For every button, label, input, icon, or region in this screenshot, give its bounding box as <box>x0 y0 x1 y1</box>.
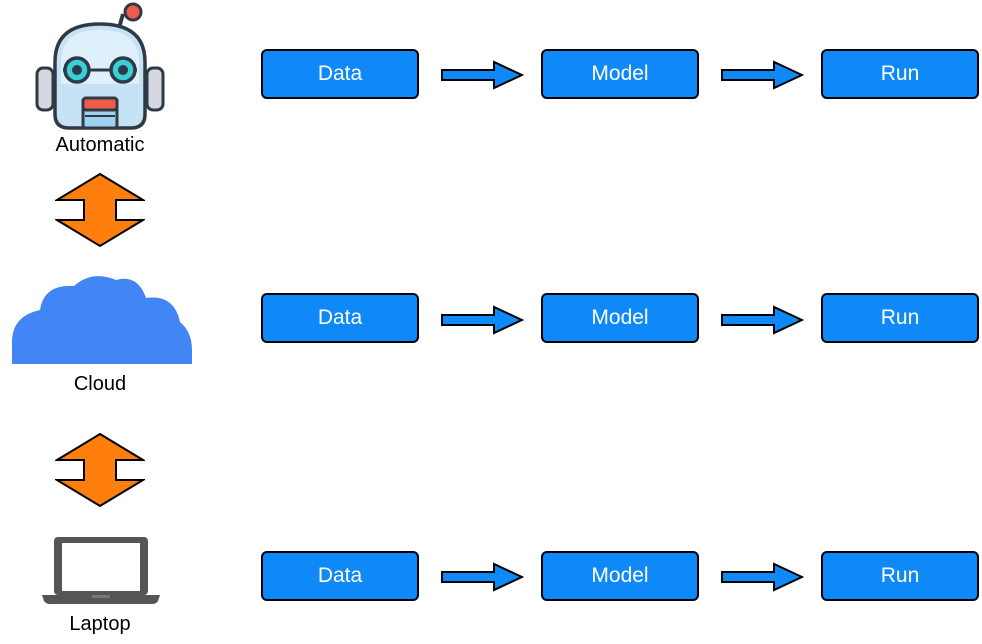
step-run-box: Run <box>821 293 979 343</box>
step-model-box: Model <box>541 551 699 601</box>
step-run-box: Run <box>821 49 979 99</box>
step-model-box: Model <box>541 293 699 343</box>
right-arrow-icon <box>721 562 804 592</box>
bidirectional-arrow-icon <box>55 432 145 508</box>
right-arrow-icon <box>441 305 524 335</box>
cloud-icon <box>12 276 192 364</box>
source-label-cloud: Cloud <box>73 373 127 395</box>
right-arrow-icon <box>441 60 524 90</box>
laptop-icon <box>42 537 160 604</box>
robot-icon <box>35 2 165 130</box>
step-run-box: Run <box>821 551 979 601</box>
bidirectional-arrow-icon <box>55 172 145 248</box>
step-model-box: Model <box>541 49 699 99</box>
right-arrow-icon <box>721 60 804 90</box>
source-label-automatic: Automatic <box>55 134 145 156</box>
source-label-laptop: Laptop <box>69 613 131 635</box>
right-arrow-icon <box>441 562 524 592</box>
step-data-box: Data <box>261 551 419 601</box>
right-arrow-icon <box>721 305 804 335</box>
step-data-box: Data <box>261 49 419 99</box>
step-data-box: Data <box>261 293 419 343</box>
